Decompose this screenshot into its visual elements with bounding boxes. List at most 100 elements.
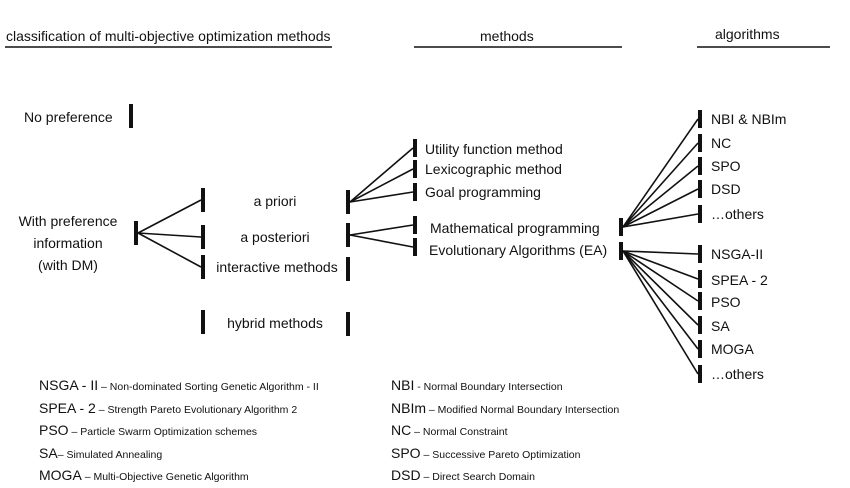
label-no-preference: No preference (24, 109, 113, 125)
bar-apriori-left (201, 188, 205, 212)
legend-abbr: SPO (391, 444, 421, 461)
bar-alg-spo (698, 157, 702, 175)
label-apriori: a priori (253, 193, 297, 209)
legend-abbr: DSD (391, 467, 421, 483)
method-goal: Goal programming (425, 184, 541, 200)
bar-alg-dsd (698, 180, 702, 198)
label-with-preference: With preference information (with DM) (8, 210, 128, 276)
edge-math-others (622, 213, 699, 228)
algorithm-nc: NC (711, 135, 732, 151)
bar-lexicographic (413, 160, 417, 178)
bar-alg-sa (698, 316, 702, 334)
edge-math-dsd (622, 188, 699, 228)
algorithm-others-2: …others (711, 366, 764, 382)
edge-ea-pso (622, 250, 699, 302)
label-aposteriori: a posteriori (240, 229, 310, 245)
legend-abbr: PSO (39, 422, 69, 438)
bar-interactive-right (346, 257, 350, 281)
bar-evolutionary-out (619, 242, 623, 260)
legend-right-item: NC – Normal Constraint (391, 420, 619, 443)
header-classification: classification of multi-objective optimi… (6, 28, 331, 44)
legend-desc: – Non-dominated Sorting Genetic Algorith… (98, 381, 319, 393)
legend-desc: – Successive Pareto Optimization (420, 448, 581, 461)
edge-apriori-lexicographic (349, 168, 414, 203)
legend-desc: - Normal Boundary Intersection (414, 381, 563, 393)
bar-alg-nsga (698, 245, 702, 263)
legend-abbr: SPEA - 2 (39, 399, 96, 416)
header-algorithms: algorithms (715, 26, 780, 42)
edge-pref-aposteriori (137, 232, 202, 238)
bar-alg-nbi (698, 110, 702, 128)
legend-left-item: MOGA – Multi-Objective Genetic Algorithm (39, 465, 319, 488)
header-methods: methods (480, 28, 534, 44)
algorithm-moga: MOGA (711, 341, 754, 357)
legend-desc: – Normal Constraint (411, 426, 508, 438)
bar-alg-spea (698, 270, 702, 288)
algorithm-pso: PSO (711, 294, 741, 310)
edge-math-nbi (622, 118, 699, 228)
edge-math-nc (622, 142, 699, 228)
label-interactive: interactive methods (216, 259, 338, 275)
legend-left-item: SPEA - 2 – Strength Pareto Evolutionary … (39, 398, 319, 421)
bar-hybrid-right (346, 312, 350, 336)
algorithm-spea: SPEA - 2 (711, 272, 768, 288)
edge-pref-apriori (137, 199, 202, 234)
bar-apriori-right (346, 190, 350, 214)
edge-ea-others (622, 250, 699, 375)
legend-right-item: SPO – Successive Pareto Optimization (391, 443, 619, 466)
bar-hybrid-left (201, 310, 205, 334)
label-with-preference-line-3: (with DM) (38, 257, 98, 273)
bar-with-preference (134, 221, 138, 245)
method-evolutionary: Evolutionary Algorithms (EA) (429, 242, 608, 258)
method-lexicographic: Lexicographic method (425, 161, 562, 177)
bar-utility (413, 139, 417, 157)
legend-left-item: PSO – Particle Swarm Optimization scheme… (39, 420, 319, 443)
bar-markers (129, 104, 702, 383)
edge-ea-nsga (622, 250, 699, 255)
legend-desc: – Particle Swarm Optimization schemes (68, 426, 258, 438)
algorithm-dsd: DSD (711, 181, 741, 197)
algorithm-spo: SPO (711, 158, 741, 174)
label-with-preference-line-1: With preference (18, 213, 118, 229)
edge-ea-sa (622, 250, 699, 326)
legend-desc: – Modified Normal Boundary Intersection (426, 403, 620, 416)
edge-pref-interactive (137, 232, 202, 268)
edge-aposteriori-ea (349, 234, 414, 248)
bar-mathematical-out (619, 218, 623, 236)
legend-abbr: NSGA - II (39, 377, 99, 393)
method-mathematical: Mathematical programming (430, 220, 600, 236)
edge-math-spo (622, 165, 699, 228)
legend-desc: – Simulated Annealing (57, 448, 163, 461)
legend-desc: – Direct Search Domain (420, 471, 535, 483)
edge-ea-moga (622, 250, 699, 350)
bar-aposteriori-right (346, 223, 350, 247)
legend-left: NSGA - II – Non-dominated Sorting Geneti… (39, 375, 319, 488)
algorithm-sa: SA (711, 318, 730, 334)
bar-interactive-left (201, 255, 205, 279)
bar-alg-nc (698, 134, 702, 152)
connector-lines (137, 118, 699, 375)
legend-desc: – Multi-Objective Genetic Algorithm (81, 471, 249, 483)
label-hybrid: hybrid methods (227, 315, 323, 331)
algorithm-nsga: NSGA-II (711, 246, 764, 262)
legend-desc: – Strength Pareto Evolutionary Algorithm… (95, 403, 298, 416)
algorithm-others-1: …others (711, 206, 764, 222)
bar-mathematical (413, 216, 417, 234)
legend-left-item: SA– Simulated Annealing (39, 443, 319, 466)
bar-alg-others-2 (698, 365, 702, 383)
legend-left-item: NSGA - II – Non-dominated Sorting Geneti… (39, 375, 319, 398)
edge-aposteriori-math (349, 224, 414, 236)
legend-abbr: MOGA (39, 467, 82, 483)
legend-abbr: NC (391, 422, 412, 438)
legend-right-item: NBI - Normal Boundary Intersection (391, 375, 619, 398)
legend-right-item: NBIm – Modified Normal Boundary Intersec… (391, 398, 619, 421)
bar-aposteriori-left (201, 225, 205, 249)
legend-abbr: NBI (391, 377, 415, 393)
bar-goal (413, 183, 417, 201)
edge-ea-spea (622, 250, 699, 280)
legend-right: NBI - Normal Boundary Intersection NBIm … (391, 375, 619, 488)
method-utility: Utility function method (425, 141, 563, 157)
bar-alg-pso (698, 292, 702, 310)
edge-apriori-utility (349, 147, 414, 203)
